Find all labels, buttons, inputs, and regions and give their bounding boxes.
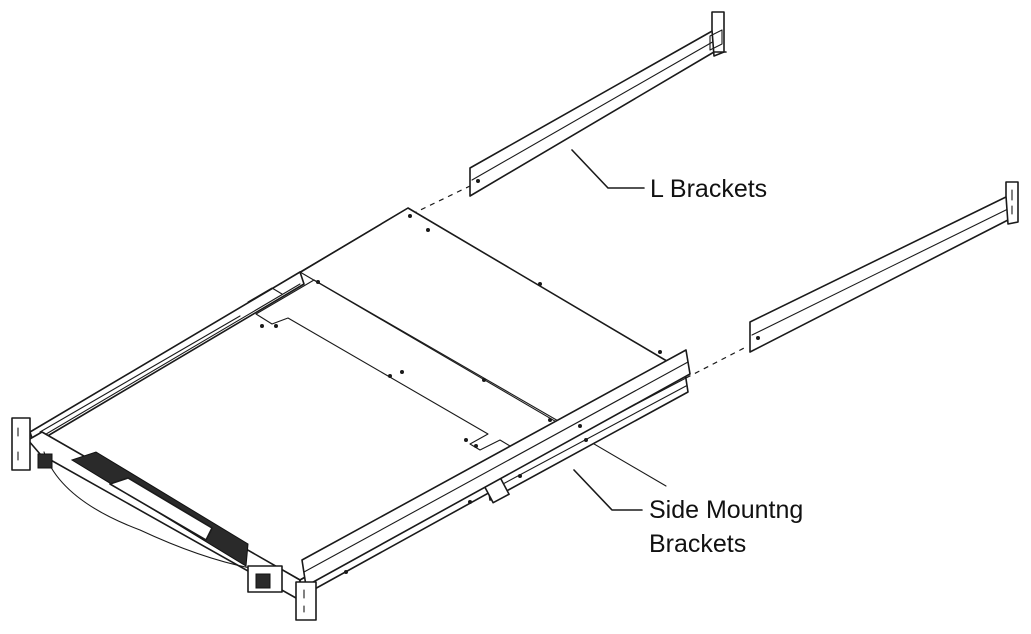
label-l-brackets: L Brackets: [650, 175, 767, 203]
callout-leader-side-mounting: [573, 469, 643, 511]
alignment-line-lower: [685, 345, 749, 379]
label-side-mounting-line2: Brackets: [649, 530, 746, 558]
kvm-console-drawer: [11, 207, 691, 621]
l-bracket-upper: [469, 11, 727, 197]
alignment-line-upper: [411, 185, 471, 215]
l-bracket-lower: [749, 181, 1019, 353]
label-side-mounting-line1: Side Mountng: [649, 496, 803, 524]
callout-leader-l-brackets: [571, 149, 645, 189]
